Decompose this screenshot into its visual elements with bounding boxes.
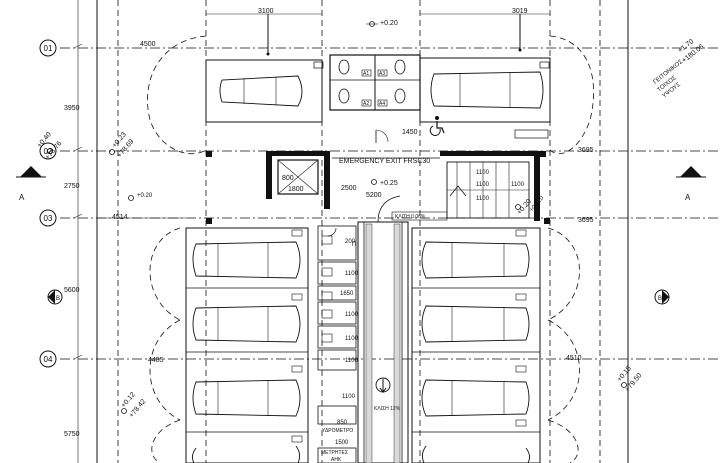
svg-text:4510: 4510 bbox=[566, 355, 582, 362]
svg-text:1450: 1450 bbox=[402, 129, 418, 136]
svg-text:A1: A1 bbox=[363, 71, 369, 77]
parking-right-column bbox=[411, 227, 541, 463]
svg-text:3950: 3950 bbox=[64, 105, 80, 112]
svg-text:ΜΕΤΡΗΤΕΣ: ΜΕΤΡΗΤΕΣ bbox=[321, 450, 348, 456]
row-dimensions: 4514 3695 3695 4510 4485 bbox=[97, 147, 594, 364]
svg-text:1500: 1500 bbox=[335, 440, 349, 446]
top-parking-left bbox=[205, 59, 324, 123]
svg-text:ΚΛΙΣΗ 0.06%: ΚΛΙΣΗ 0.06% bbox=[395, 214, 426, 220]
svg-text:1100: 1100 bbox=[476, 196, 490, 202]
svg-text:+0.20: +0.20 bbox=[380, 20, 398, 27]
svg-text:A4: A4 bbox=[379, 101, 385, 107]
svg-text:1100: 1100 bbox=[345, 271, 359, 277]
svg-text:1100: 1100 bbox=[476, 170, 490, 176]
site-boundary bbox=[96, 0, 629, 463]
grid-bubble-02: 02 bbox=[39, 142, 57, 160]
left-dimension-chain: 3950 2750 5600 5750 4500 bbox=[64, 0, 156, 463]
grid-rows bbox=[60, 47, 720, 360]
section-b-right: B bbox=[654, 289, 670, 305]
label-box-right bbox=[514, 129, 549, 139]
svg-text:4500: 4500 bbox=[140, 41, 156, 48]
svg-text:1100: 1100 bbox=[345, 358, 359, 364]
stair: 1100 1100 1100 1100 bbox=[440, 151, 540, 221]
svg-text:ΥΔΡΟΜΕΤΡΟ: ΥΔΡΟΜΕΤΡΟ bbox=[322, 428, 353, 434]
svg-text:Π: Π bbox=[352, 242, 356, 248]
svg-text:ΚΛΙΣΗ 12%: ΚΛΙΣΗ 12% bbox=[374, 406, 401, 412]
svg-text:5200: 5200 bbox=[366, 192, 382, 199]
lift-core: 800 1800 2500 5200 +0.25 bbox=[266, 151, 398, 209]
svg-text:800: 800 bbox=[282, 175, 294, 182]
level-mark-top: +0.20 bbox=[366, 20, 398, 27]
grid-bubble-03: 03 bbox=[39, 209, 57, 227]
svg-text:04: 04 bbox=[44, 355, 53, 364]
svg-text:1800: 1800 bbox=[288, 186, 304, 193]
top-parking-right bbox=[419, 57, 551, 123]
level-annotations-right: ΓΕΙΤΟΝΙΚΟΣ +1.70 ΤΟΙΧΟΣ +180.06 ΥΨΟΥΣ +0… bbox=[515, 38, 705, 393]
svg-text:+0.25: +0.25 bbox=[380, 180, 398, 187]
svg-text:3100: 3100 bbox=[258, 8, 274, 15]
svg-text:850: 850 bbox=[337, 420, 348, 426]
parking-left-column bbox=[185, 227, 309, 463]
section-marker-left: A bbox=[16, 166, 46, 202]
storage-cells: 200 1100 1650 1100 1100 1100 1100 850 ΥΔ… bbox=[317, 225, 359, 463]
top-dimensions: 3100 3019 bbox=[206, 8, 550, 56]
svg-text:B: B bbox=[56, 296, 60, 302]
svg-text:3019: 3019 bbox=[512, 8, 528, 15]
grid-bubble-01: 01 bbox=[39, 39, 57, 57]
ramp: ΚΛΙΣΗ 0.06% ΚΛΙΣΗ 12% bbox=[357, 195, 448, 463]
section-b-left: B bbox=[47, 289, 63, 305]
svg-text:02: 02 bbox=[44, 147, 53, 156]
svg-text:1100: 1100 bbox=[345, 336, 359, 342]
svg-text:A: A bbox=[19, 193, 25, 202]
svg-text:EMERGENCY EXIT FRSC30: EMERGENCY EXIT FRSC30 bbox=[339, 158, 430, 165]
svg-text:1100: 1100 bbox=[345, 312, 359, 318]
emergency-exit-label: EMERGENCY EXIT FRSC30 bbox=[332, 157, 440, 165]
svg-text:4514: 4514 bbox=[112, 214, 128, 221]
svg-text:5600: 5600 bbox=[64, 287, 80, 294]
svg-text:1100: 1100 bbox=[476, 182, 490, 188]
wc-block: A1 A2 A3 A4 1450 bbox=[329, 54, 421, 143]
turning-arcs bbox=[147, 35, 594, 463]
svg-text:4485: 4485 bbox=[148, 357, 164, 364]
svg-text:ΑΗΚ: ΑΗΚ bbox=[331, 457, 342, 463]
section-marker-right: A bbox=[676, 166, 706, 202]
svg-text:1100: 1100 bbox=[342, 394, 356, 400]
svg-text:5750: 5750 bbox=[64, 431, 80, 438]
accessibility-icon bbox=[429, 116, 445, 136]
svg-text:A: A bbox=[685, 193, 691, 202]
grid-bubble-04: 04 bbox=[39, 350, 57, 368]
level-annotations-left: +0.40 +78.76 +0.23 +78.69 +0.20 +0.12 +7… bbox=[36, 131, 153, 419]
svg-text:A2: A2 bbox=[363, 101, 369, 107]
svg-text:03: 03 bbox=[44, 214, 53, 223]
svg-text:200: 200 bbox=[345, 239, 356, 245]
svg-text:A3: A3 bbox=[379, 71, 385, 77]
svg-text:B: B bbox=[658, 296, 662, 302]
svg-text:1100: 1100 bbox=[511, 182, 525, 188]
svg-text:+0.20: +0.20 bbox=[137, 193, 153, 199]
svg-text:01: 01 bbox=[44, 44, 53, 53]
level-mark-core-left: Π bbox=[352, 242, 356, 248]
svg-text:1650: 1650 bbox=[340, 291, 354, 297]
svg-text:2500: 2500 bbox=[341, 185, 357, 192]
svg-text:3695: 3695 bbox=[578, 147, 594, 154]
svg-text:2750: 2750 bbox=[64, 183, 80, 190]
svg-text:3695: 3695 bbox=[578, 217, 594, 224]
